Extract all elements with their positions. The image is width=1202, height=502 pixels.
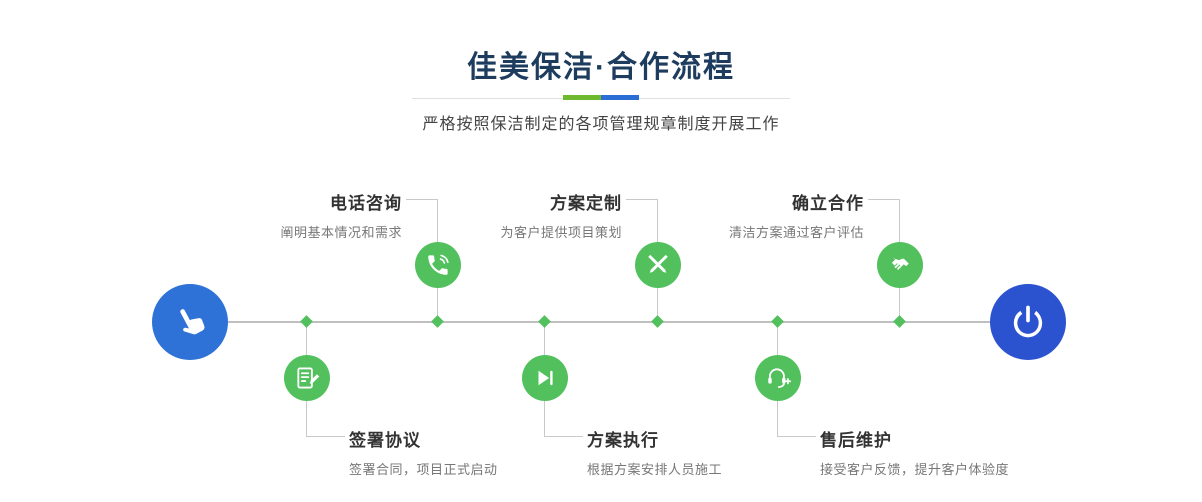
phone-icon: [425, 252, 451, 278]
divider-accent: [563, 95, 639, 100]
connector-line: [545, 436, 583, 437]
hand-pointer-icon: [171, 303, 209, 341]
step-signature-circle: [284, 355, 330, 401]
timeline: [190, 321, 1038, 323]
step-desc: 签署合同，项目正式启动: [349, 462, 498, 477]
signature-icon: [294, 365, 320, 391]
connector-line: [626, 199, 658, 200]
timeline-node: [651, 315, 664, 328]
step-handshake-circle: [877, 242, 923, 288]
step-phone-circle: [415, 242, 461, 288]
handshake-icon: [886, 251, 914, 279]
step-handshake-label: 确立合作 清洁方案通过客户评估: [604, 189, 864, 241]
design-tools-icon: [645, 252, 671, 278]
play-next-icon: [533, 366, 557, 390]
step-desc: 根据方案安排人员施工: [587, 462, 723, 477]
connector-line: [778, 436, 816, 437]
timeline-node: [538, 315, 551, 328]
step-execute-label: 方案执行 根据方案安排人员施工: [587, 426, 887, 478]
step-title: 确立合作: [792, 194, 864, 213]
page-title: 佳美保洁·合作流程: [467, 51, 735, 84]
step-aftersales-circle: [755, 355, 801, 401]
step-desc: 为客户提供项目策划: [500, 225, 622, 240]
headset-plus-icon: [765, 365, 791, 391]
step-title: 签署协议: [349, 431, 421, 450]
page-subtitle: 严格按照保洁制定的各项管理规章制度开展工作: [422, 116, 780, 133]
connector-line: [307, 436, 345, 437]
connector-line: [868, 199, 900, 200]
timeline-node: [893, 315, 906, 328]
step-title: 售后维护: [820, 431, 892, 450]
step-design-circle: [635, 242, 681, 288]
end-node: [990, 284, 1066, 360]
step-aftersales-label: 售后维护 接受客户反馈，提升客户体验度: [820, 426, 1120, 478]
step-desc: 清洁方案通过客户评估: [728, 225, 864, 240]
start-node: [152, 284, 228, 360]
step-execute-circle: [522, 355, 568, 401]
timeline-node: [300, 315, 313, 328]
timeline-node: [771, 315, 784, 328]
step-desc: 阐明基本情况和需求: [280, 225, 402, 240]
connector-line: [406, 199, 438, 200]
step-signature-label: 签署协议 签署合同，项目正式启动: [349, 426, 649, 478]
step-design-label: 方案定制 为客户提供项目策划: [362, 189, 622, 241]
divider-accent-green: [563, 95, 601, 100]
power-icon: [1008, 302, 1048, 342]
step-phone-label: 电话咨询 阐明基本情况和需求: [142, 189, 402, 241]
step-title: 方案执行: [587, 431, 659, 450]
timeline-node: [431, 315, 444, 328]
step-desc: 接受客户反馈，提升客户体验度: [820, 462, 1010, 477]
step-title: 方案定制: [550, 194, 622, 213]
divider-accent-blue: [601, 95, 639, 100]
step-title: 电话咨询: [330, 194, 402, 213]
